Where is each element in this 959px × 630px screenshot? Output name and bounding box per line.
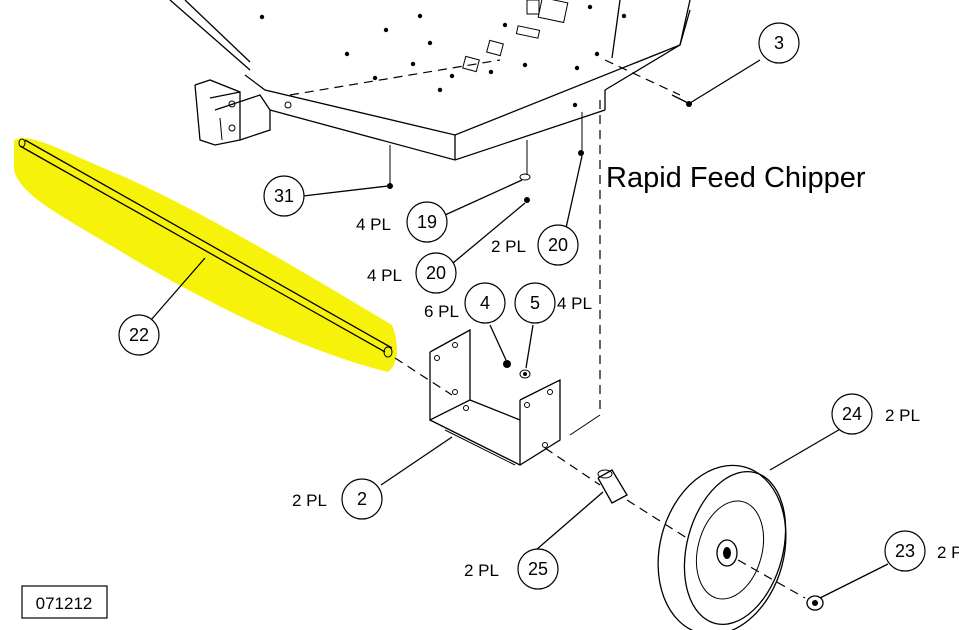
spacer-part-25 — [597, 469, 691, 541]
qty-2: 2 PL — [292, 491, 327, 510]
nut-washer-parts-4-5 — [503, 360, 531, 379]
qty-5: 4 PL — [557, 294, 592, 313]
svg-text:31: 31 — [274, 186, 294, 206]
callout-23: 23 — [884, 530, 926, 572]
qty-25: 2 PL — [464, 561, 499, 580]
callout-20a: 20 — [415, 252, 457, 294]
axle-cap-part-23 — [806, 595, 824, 611]
svg-text:23: 23 — [895, 541, 915, 561]
callout-20b: 20 — [537, 224, 579, 266]
chipper-frame — [169, 0, 691, 436]
svg-text:5: 5 — [530, 293, 540, 313]
axle-bracket-part-2 — [429, 328, 601, 486]
qty-23: 2 PL — [937, 543, 959, 562]
svg-text:3: 3 — [774, 33, 784, 53]
callout-22: 22 — [118, 314, 160, 356]
qty-20b: 2 PL — [491, 237, 526, 256]
callout-24: 24 — [831, 393, 873, 435]
callout-19: 19 — [406, 201, 448, 243]
callout-5: 5 — [514, 282, 556, 324]
leader-lines — [150, 59, 889, 599]
callout-31: 31 — [263, 175, 305, 217]
svg-text:20: 20 — [548, 235, 568, 255]
drawing-number-box — [21, 585, 108, 619]
drawing-number: 071212 — [36, 594, 93, 613]
bolt-part-3 — [671, 94, 692, 107]
diagram-title: Rapid Feed Chipper — [606, 162, 866, 194]
callout-2: 2 — [341, 478, 383, 520]
qty-24: 2 PL — [885, 406, 920, 425]
callout-3: 3 — [758, 22, 800, 64]
qty-31: 4 PL — [356, 215, 391, 234]
svg-text:19: 19 — [417, 212, 437, 232]
callout-25: 25 — [517, 548, 559, 590]
callout-4: 4 — [464, 282, 506, 324]
svg-text:4: 4 — [480, 293, 490, 313]
svg-text:2: 2 — [357, 489, 367, 509]
svg-text:24: 24 — [842, 404, 862, 424]
svg-text:22: 22 — [129, 325, 149, 345]
qty-4: 6 PL — [424, 302, 459, 321]
svg-text:20: 20 — [426, 263, 446, 283]
qty-20a: 4 PL — [367, 266, 402, 285]
svg-text:25: 25 — [528, 559, 548, 579]
axle-rod-part-22 — [18, 138, 453, 396]
hardware-nuts — [387, 150, 584, 203]
axle-highlight — [14, 138, 397, 372]
wheel-part-24 — [657, 464, 806, 630]
